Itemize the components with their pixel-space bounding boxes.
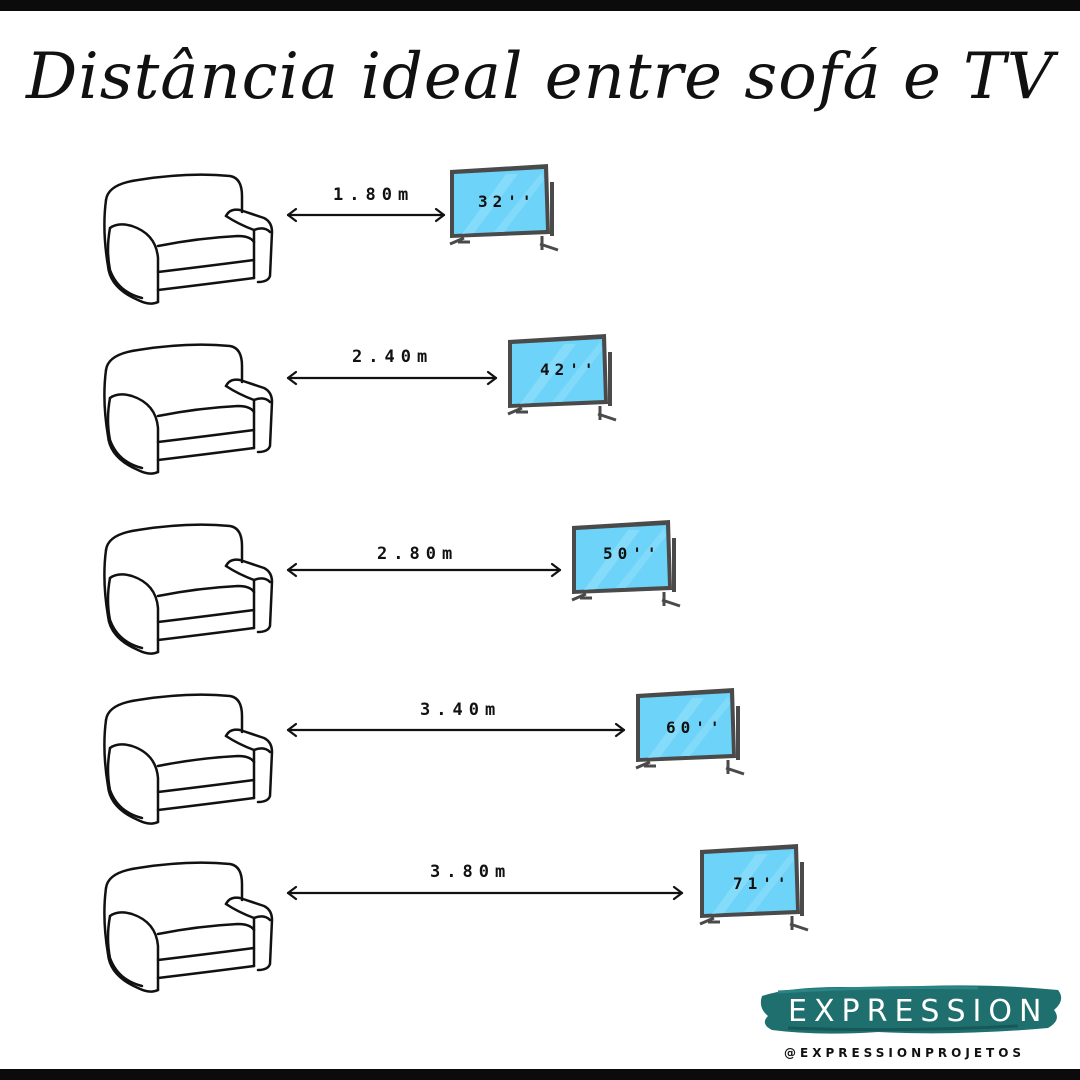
sofa-icon	[103, 693, 274, 825]
top-border	[0, 0, 1080, 11]
brand-handle: @EXPRESSIONPROJETOS	[784, 1046, 1026, 1060]
tv-size-label: 71''	[733, 874, 792, 893]
page-title: Distância ideal entre sofá e TV	[25, 40, 1055, 114]
row-32: 1.80m 32''	[0, 164, 1080, 320]
tv-size-label: 50''	[603, 544, 662, 563]
distance-label: 2.40m	[352, 347, 434, 367]
row-71: 3.80m 71''	[0, 844, 1080, 1008]
brand-logo: EXPRESSION	[758, 980, 1068, 1040]
sofa-icon	[103, 523, 274, 655]
tv-size-label: 60''	[666, 718, 725, 737]
distance-label: 3.80m	[430, 862, 512, 882]
tv-icon	[449, 164, 559, 252]
sofa-icon	[103, 861, 274, 993]
tv-icon	[507, 334, 617, 422]
tv-size-label: 32''	[478, 192, 537, 211]
brush-stroke-icon	[760, 985, 1062, 1034]
tv-icon	[635, 688, 745, 776]
double-arrow-icon	[286, 207, 446, 223]
bottom-border	[0, 1069, 1080, 1080]
tv-size-label: 42''	[540, 360, 599, 379]
distance-label: 2.80m	[377, 544, 459, 564]
sofa-icon	[103, 173, 274, 305]
distance-label: 3.40m	[420, 700, 502, 720]
row-60: 3.40m 60''	[0, 688, 1080, 840]
tv-icon	[699, 844, 809, 932]
double-arrow-icon	[286, 722, 626, 738]
sofa-icon	[103, 343, 274, 475]
brand-name: EXPRESSION	[788, 994, 1049, 1029]
double-arrow-icon	[286, 370, 498, 386]
row-50: 2.80m 50''	[0, 520, 1080, 670]
tv-icon	[571, 520, 681, 608]
row-42: 2.40m 42''	[0, 334, 1080, 490]
distance-label: 1.80m	[333, 185, 415, 205]
double-arrow-icon	[286, 885, 684, 901]
double-arrow-icon	[286, 562, 562, 578]
